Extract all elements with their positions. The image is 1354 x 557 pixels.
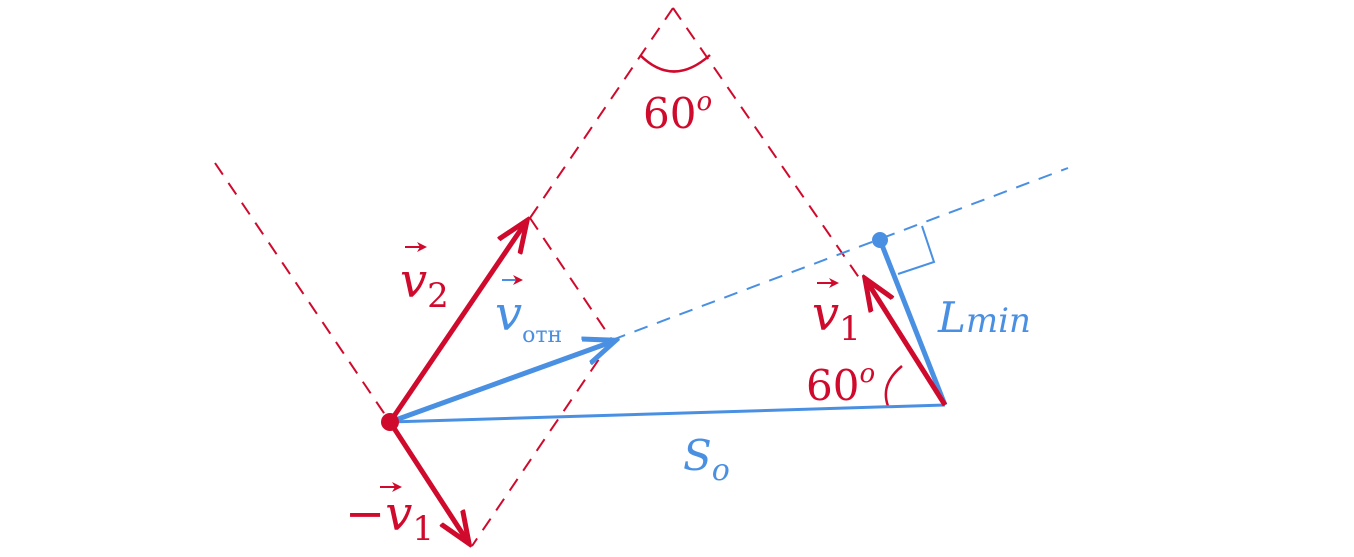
dashed-line-parallelogram-right	[529, 217, 613, 341]
l-min-line	[877, 239, 948, 406]
label-l-min: Lmin	[937, 293, 1031, 342]
dashed-line-parallelogram-bottom	[471, 339, 613, 547]
red-over-arrows	[380, 242, 839, 492]
label-v1: v1	[812, 286, 861, 349]
label-v2: v2	[400, 253, 449, 316]
v1-vector	[866, 280, 948, 407]
dashed-line-right-upper	[672, 7, 863, 283]
perpendicular-marker	[897, 225, 936, 275]
top-angle-arc	[639, 54, 711, 73]
origin-dot	[381, 413, 399, 431]
v-oth-vector	[389, 341, 614, 425]
blue-dashed-line	[611, 167, 1069, 341]
dashed-line-left-upper	[529, 7, 674, 219]
right-angle-arc	[884, 365, 903, 407]
label-v-oth: vотн	[495, 286, 562, 348]
label-s-o: So	[683, 431, 730, 488]
red-dashed-lines	[214, 7, 863, 547]
s-o-line	[389, 403, 946, 424]
minus-v1-vector	[387, 420, 468, 542]
label-angle-right: 60o	[806, 359, 875, 410]
blue-endpoint-dot	[872, 232, 888, 248]
dashed-line-left-extension	[214, 162, 391, 423]
label-minus-v1: −v1	[345, 486, 434, 549]
v2-vector	[387, 222, 526, 424]
label-angle-top: 60o	[643, 87, 712, 138]
